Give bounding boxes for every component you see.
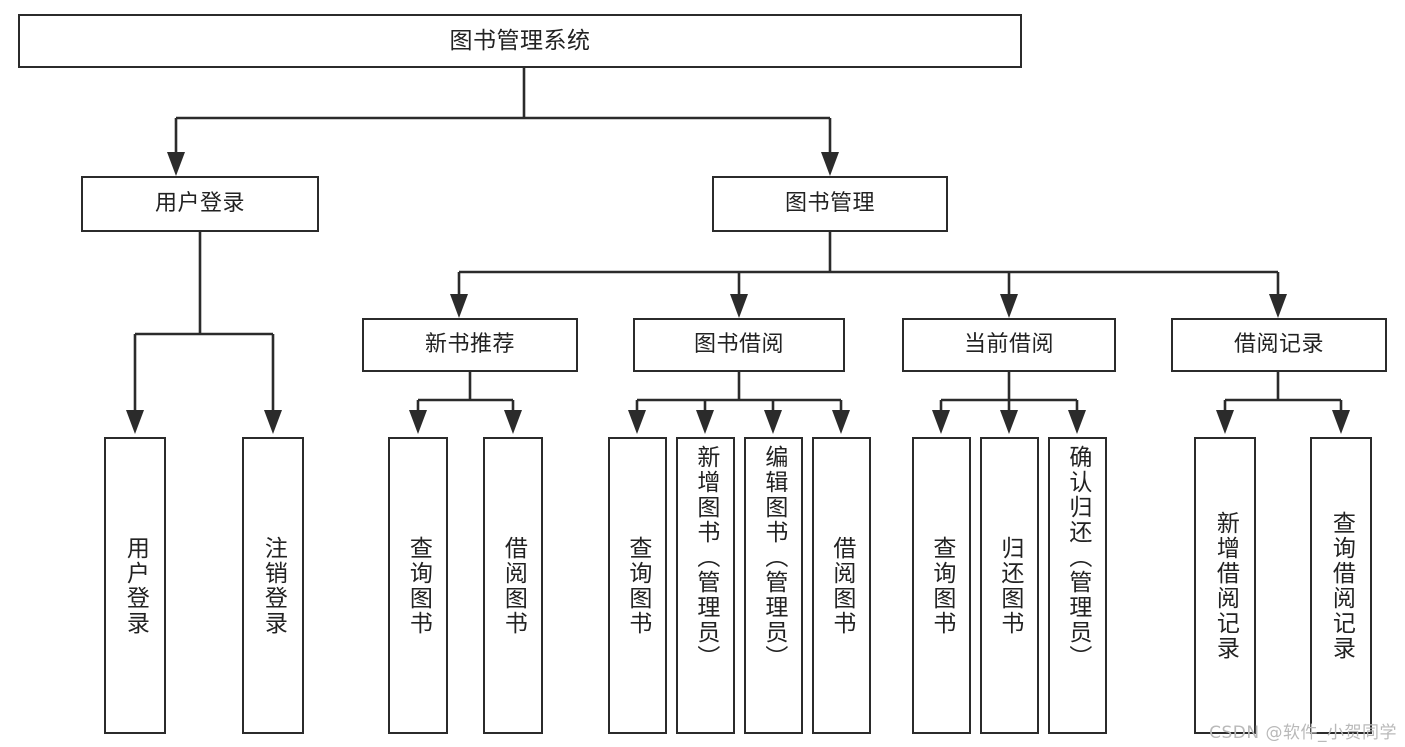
- leaf-current-return-book[interactable]: 归还图书: [980, 437, 1039, 734]
- arrowhead-leaf-cur-1: [932, 410, 950, 434]
- arrowhead-user-login: [167, 152, 185, 176]
- leaf-borrow-query-book[interactable]: 查询图书: [608, 437, 667, 734]
- node-label: 图书管理系统: [449, 27, 591, 54]
- node-new-book-recommend[interactable]: 新书推荐: [362, 318, 578, 372]
- arrowhead-leaf-user-1: [126, 410, 144, 434]
- arrowhead-tier2-3: [1000, 294, 1018, 318]
- arrowhead-leaf-bor-4: [832, 410, 850, 434]
- arrowhead-leaf-user-2: [264, 410, 282, 434]
- leaf-recommend-query-book[interactable]: 查询图书: [388, 437, 448, 734]
- leaf-user-logout[interactable]: 注销登录: [242, 437, 304, 734]
- node-label: 查询图书: [624, 535, 651, 636]
- node-label: 确认归还（管理员）: [1064, 445, 1091, 670]
- node-label: 用户登录: [122, 535, 149, 636]
- node-book-borrow[interactable]: 图书借阅: [633, 318, 845, 372]
- arrowhead-leaf-cur-3: [1068, 410, 1086, 434]
- node-label: 新增图书（管理员）: [692, 445, 719, 670]
- leaf-recommend-borrow-book[interactable]: 借阅图书: [483, 437, 543, 734]
- node-user-login[interactable]: 用户登录: [81, 176, 319, 232]
- leaf-borrow-borrow-book[interactable]: 借阅图书: [812, 437, 871, 734]
- arrowhead-tier2-1: [450, 294, 468, 318]
- leaf-borrow-add-book-admin[interactable]: 新增图书（管理员）: [676, 437, 735, 734]
- leaf-user-login[interactable]: 用户登录: [104, 437, 166, 734]
- node-label: 编辑图书（管理员）: [760, 445, 787, 670]
- node-label: 借阅记录: [1233, 332, 1324, 358]
- arrowhead-tier2-4: [1269, 294, 1287, 318]
- node-label: 当前借阅: [963, 332, 1054, 358]
- node-label: 用户登录: [154, 191, 245, 217]
- arrowhead-leaf-rec-2: [504, 410, 522, 434]
- arrowhead-leaf-rec-1: [409, 410, 427, 434]
- arrowhead-tier2-2: [730, 294, 748, 318]
- arrowhead-leaf-recd-1: [1216, 410, 1234, 434]
- leaf-borrow-edit-book-admin[interactable]: 编辑图书（管理员）: [744, 437, 803, 734]
- node-label: 图书管理: [784, 191, 875, 217]
- node-label: 借阅图书: [500, 535, 527, 636]
- leaf-record-query-borrow-record[interactable]: 查询借阅记录: [1310, 437, 1372, 734]
- node-label: 借阅图书: [828, 535, 855, 636]
- node-label: 查询借阅记录: [1328, 510, 1355, 661]
- node-label: 查询图书: [928, 535, 955, 636]
- arrowhead-leaf-recd-2: [1332, 410, 1350, 434]
- node-label: 新书推荐: [424, 332, 515, 358]
- arrowhead-leaf-bor-1: [628, 410, 646, 434]
- node-label: 查询图书: [405, 535, 432, 636]
- arrowhead-leaf-bor-2: [696, 410, 714, 434]
- node-label: 注销登录: [260, 535, 287, 636]
- leaf-record-add-borrow-record[interactable]: 新增借阅记录: [1194, 437, 1256, 734]
- node-label: 归还图书: [996, 535, 1023, 636]
- node-book-management[interactable]: 图书管理: [712, 176, 948, 232]
- node-label: 图书借阅: [693, 332, 784, 358]
- arrowhead-leaf-cur-2: [1000, 410, 1018, 434]
- node-label: 新增借阅记录: [1212, 510, 1239, 661]
- node-current-borrow[interactable]: 当前借阅: [902, 318, 1116, 372]
- arrowhead-book-manage: [821, 152, 839, 176]
- arrowhead-leaf-bor-3: [764, 410, 782, 434]
- leaf-current-query-book[interactable]: 查询图书: [912, 437, 971, 734]
- csdn-watermark: CSDN @软件_小贺同学: [1209, 723, 1397, 743]
- node-borrow-record[interactable]: 借阅记录: [1171, 318, 1387, 372]
- leaf-current-confirm-return-admin[interactable]: 确认归还（管理员）: [1048, 437, 1107, 734]
- node-root-system[interactable]: 图书管理系统: [18, 14, 1022, 68]
